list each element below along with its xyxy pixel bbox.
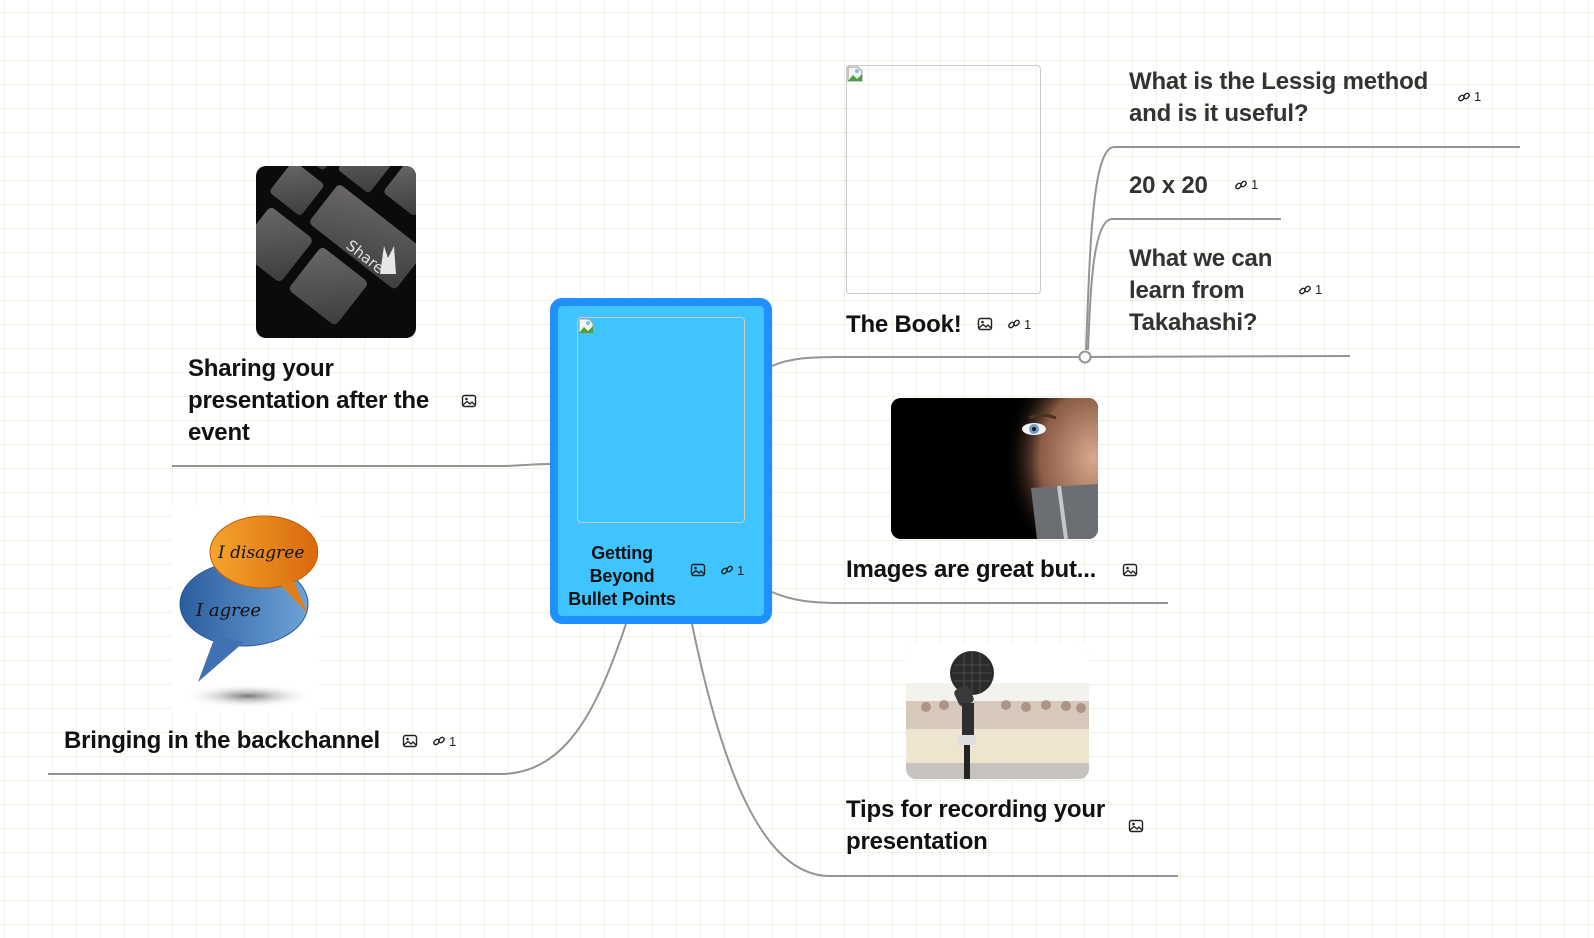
central-topic-title: Getting Beyond Bullet Points — [562, 542, 682, 611]
central-meta: 1 — [690, 562, 744, 578]
link-badge[interactable]: 1 — [1457, 89, 1481, 104]
topic-meta — [1128, 818, 1144, 834]
title-line: 20 x 20 — [1129, 172, 1208, 199]
link-count: 1 — [737, 562, 745, 578]
title-line: Bringing in the backchannel — [64, 727, 380, 754]
link-icon — [1457, 90, 1471, 104]
topic-meta: 1 — [977, 316, 1031, 332]
subtopic-title: 20 x 20 — [1129, 170, 1208, 202]
link-count: 1 — [449, 733, 457, 749]
image-icon[interactable] — [690, 562, 706, 578]
title-line: Images are great but... — [846, 556, 1097, 583]
subtopic-20x20[interactable]: 20 x 20 1 — [1114, 160, 1282, 219]
topic-title: The Book! — [846, 309, 962, 341]
central-image-placeholder — [577, 317, 745, 523]
topic-recording[interactable]: Tips for recording your presentation — [840, 637, 1178, 876]
topic-book[interactable]: The Book! 1 — [840, 60, 1080, 357]
topic-meta: 1 — [402, 733, 456, 749]
central-topic[interactable]: Getting Beyond Bullet Points 1 — [550, 298, 772, 624]
title-line: What is the Lessig method — [1129, 68, 1429, 95]
link-badge[interactable]: 1 — [432, 734, 456, 749]
image-icon[interactable] — [1128, 818, 1144, 834]
topic-backchannel[interactable]: I disagree I agree Bringing in the backc… — [48, 500, 498, 774]
title-line: Getting — [591, 543, 653, 563]
link-count: 1 — [1251, 177, 1259, 192]
link-badge[interactable]: 1 — [1007, 317, 1031, 332]
topic-title: Bringing in the backchannel — [64, 725, 404, 757]
subtopic-takahashi[interactable]: What we can learn from Takahashi? 1 — [1114, 236, 1350, 356]
link-icon — [1298, 283, 1312, 297]
link-count: 1 — [1474, 89, 1482, 104]
taped-mouth-image — [891, 398, 1098, 539]
title-line: Tips for recording your — [846, 796, 1105, 823]
title-line: presentation — [846, 828, 988, 855]
link-icon — [432, 734, 446, 748]
topic-meta — [461, 393, 477, 409]
topic-title: Tips for recording your presentation — [846, 794, 1126, 858]
link-count: 1 — [1024, 316, 1032, 332]
link-icon — [720, 563, 734, 577]
bubble-text-agree: I agree — [195, 600, 261, 621]
topic-meta — [1122, 562, 1138, 578]
topic-title: Sharing your presentation after the even… — [188, 353, 468, 449]
title-line: presentation after the — [188, 387, 429, 414]
title-line: learn from — [1129, 277, 1245, 304]
image-icon[interactable] — [461, 393, 477, 409]
keyboard-share-image: Share — [256, 166, 416, 338]
microphone-image — [906, 643, 1089, 779]
title-line: Beyond — [589, 566, 655, 586]
link-icon — [1234, 178, 1248, 192]
bubble-text-disagree: I disagree — [217, 543, 304, 563]
broken-image-icon — [578, 318, 594, 334]
subtopic-title: What is the Lessig method and is it usef… — [1129, 66, 1459, 130]
title-line: Sharing your — [188, 355, 334, 382]
title-line: event — [188, 419, 250, 446]
title-line: Bullet Points — [568, 589, 676, 609]
title-line: What we can — [1129, 245, 1273, 272]
topic-title: Images are great but... — [846, 554, 1096, 586]
link-badge[interactable]: 1 — [1298, 282, 1322, 297]
subtopic-meta: 1 — [1298, 282, 1322, 297]
subtopic-lessig[interactable]: What is the Lessig method and is it usef… — [1114, 62, 1520, 147]
image-icon[interactable] — [977, 316, 993, 332]
link-badge[interactable]: 1 — [1234, 177, 1258, 192]
subtopic-meta: 1 — [1457, 89, 1481, 104]
title-line: The Book! — [846, 311, 962, 338]
title-line: Takahashi? — [1129, 309, 1258, 336]
link-badge[interactable]: 1 — [720, 563, 744, 578]
title-line: and is it useful? — [1129, 100, 1309, 127]
subtopic-title: What we can learn from Takahashi? — [1129, 243, 1299, 339]
subtopic-meta: 1 — [1234, 177, 1258, 192]
link-count: 1 — [1315, 282, 1323, 297]
broken-image-icon — [847, 66, 863, 82]
collapse-toggle — [1078, 350, 1092, 364]
image-icon[interactable] — [1122, 562, 1138, 578]
topic-images[interactable]: Images are great but... — [840, 392, 1168, 603]
image-icon[interactable] — [402, 733, 418, 749]
link-icon — [1007, 317, 1021, 331]
topic-sharing[interactable]: Share Sharing your presentation after th… — [172, 160, 492, 466]
book-image-placeholder — [846, 65, 1041, 294]
speech-bubbles-image: I disagree I agree — [172, 506, 318, 712]
